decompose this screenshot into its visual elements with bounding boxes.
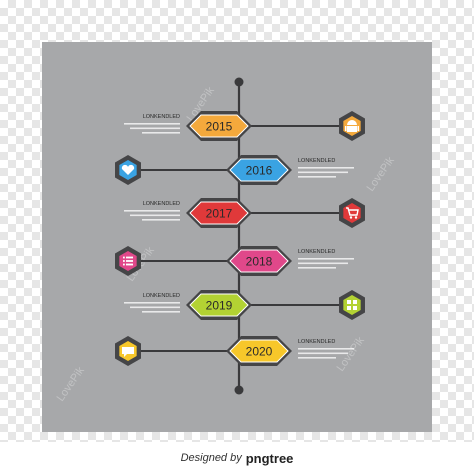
item-body-line — [298, 171, 348, 174]
year-badge — [229, 339, 289, 363]
timeline-item: 2017 LONKENDLED — [124, 198, 365, 228]
item-body-line — [298, 267, 336, 269]
year-badge — [229, 249, 289, 273]
item-title: LONKENDLED — [143, 201, 180, 207]
item-body-line — [298, 258, 354, 260]
item-body-line — [124, 123, 180, 125]
item-body-line — [124, 210, 180, 212]
timeline-item: 2018 LONKENDLED — [115, 246, 354, 276]
timeline-item: 2016 LONKENDLED — [115, 155, 354, 185]
item-body-line — [298, 176, 336, 178]
item-body-line — [130, 127, 180, 130]
chat-icon — [122, 347, 134, 357]
watermark-text: LovePik — [55, 364, 88, 403]
item-body-line — [124, 302, 180, 304]
year-badge — [229, 158, 289, 182]
android-icon — [345, 120, 359, 132]
watermark-text: LovePik — [365, 154, 398, 193]
footer-brand: pngtree — [245, 450, 294, 466]
infographic-panel: LovePikLovePikLovePikLovePikLovePik2015L… — [42, 42, 432, 432]
item-body-line — [142, 311, 180, 313]
year-badge — [189, 293, 249, 317]
timeline-item: 2015 LONKENDLED — [124, 111, 365, 141]
year-badge — [189, 201, 249, 225]
item-body-line — [142, 132, 180, 134]
spine-top-dot — [234, 77, 244, 87]
item-title: LONKENDLED — [298, 339, 335, 345]
year-label: 2020 — [246, 345, 273, 359]
item-body-line — [298, 262, 348, 265]
year-label: 2019 — [206, 299, 233, 313]
year-label: 2016 — [246, 164, 273, 178]
footer-designed-by: Designed by — [180, 452, 242, 464]
spine-bottom-dot — [234, 385, 244, 395]
item-title: LONKENDLED — [298, 158, 335, 164]
year-label: 2017 — [206, 207, 233, 221]
list-icon — [123, 256, 133, 266]
year-label: 2015 — [206, 120, 233, 134]
item-title: LONKENDLED — [143, 114, 180, 120]
heart-icon — [121, 164, 135, 175]
footer-bar: Designed by pngtree — [0, 442, 474, 474]
timeline-diagram: LovePikLovePikLovePikLovePikLovePik2015L… — [55, 77, 398, 404]
item-body-line — [130, 214, 180, 217]
item-body-line — [298, 352, 348, 355]
item-body-line — [298, 348, 354, 350]
timeline-item: 2019 LONKENDLED — [124, 290, 365, 320]
item-body-line — [298, 167, 354, 169]
year-badge — [189, 114, 249, 138]
item-body-line — [298, 357, 336, 359]
item-title: LONKENDLED — [143, 293, 180, 299]
year-label: 2018 — [246, 255, 273, 269]
item-body-line — [142, 219, 180, 221]
timeline-item: 2020 LONKENDLED — [115, 336, 354, 366]
cart-icon — [346, 207, 359, 219]
grid-icon — [347, 300, 357, 310]
item-body-line — [130, 306, 180, 309]
item-title: LONKENDLED — [298, 249, 335, 255]
